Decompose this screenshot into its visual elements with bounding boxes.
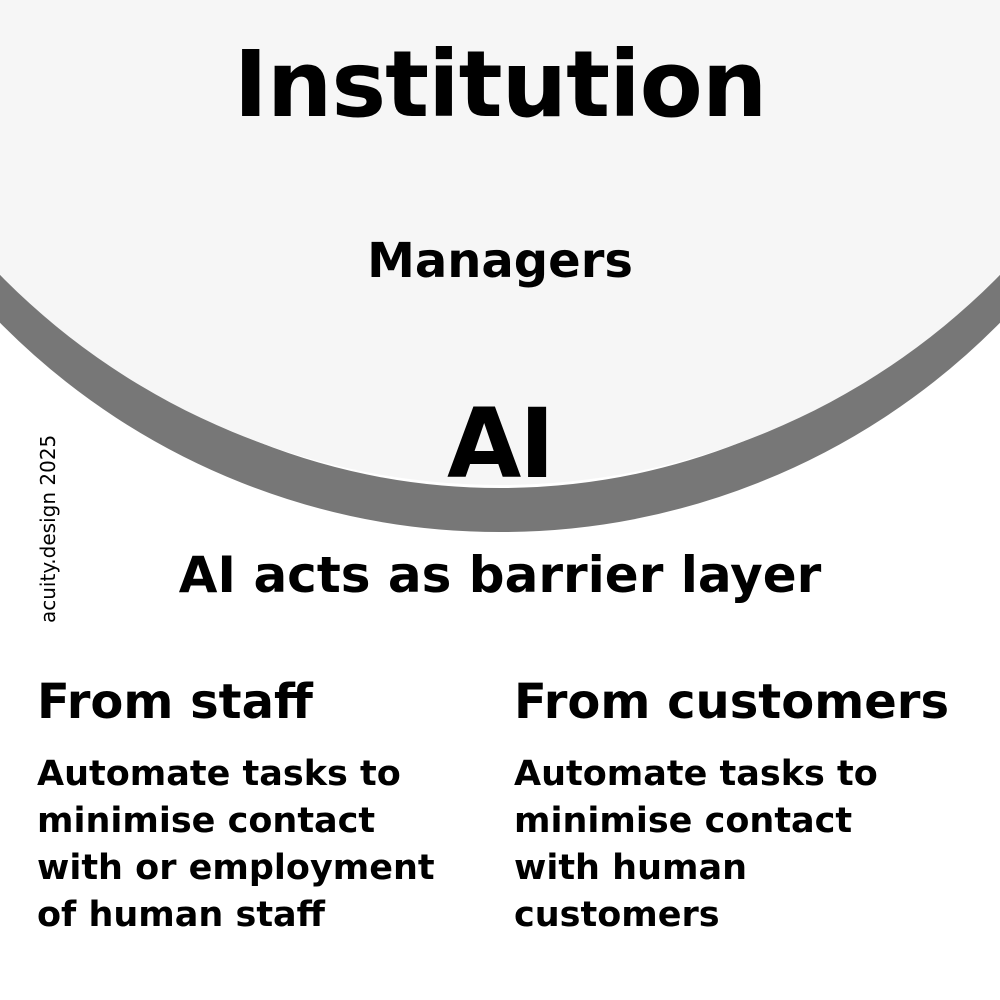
description-line: Automate tasks to [514, 753, 878, 794]
credit-text: acuity.design 2025 [36, 434, 60, 623]
from-staff-column: From staff Automate tasks to minimise co… [37, 676, 497, 939]
description-line: minimise contact [37, 800, 376, 841]
description-line: with human [514, 847, 748, 888]
description-line: Automate tasks to [37, 753, 401, 794]
from-customers-description: Automate tasks to minimise contact with … [514, 751, 974, 939]
from-customers-column: From customers Automate tasks to minimis… [514, 676, 974, 939]
from-staff-description: Automate tasks to minimise contact with … [37, 751, 497, 939]
ai-label: AI [446, 388, 555, 500]
ai-barrier-ring [0, 257, 1000, 532]
description-line: minimise contact [514, 800, 853, 841]
description-line: of human staff [37, 894, 326, 935]
description-line: customers [514, 894, 720, 935]
from-staff-heading: From staff [37, 674, 313, 730]
from-customers-heading: From customers [514, 674, 950, 730]
institution-circle [0, 0, 1000, 485]
institution-title: Institution [233, 31, 768, 138]
barrier-caption: AI acts as barrier layer [178, 546, 822, 604]
description-line: with or employment [37, 847, 435, 888]
managers-label: Managers [367, 233, 633, 289]
